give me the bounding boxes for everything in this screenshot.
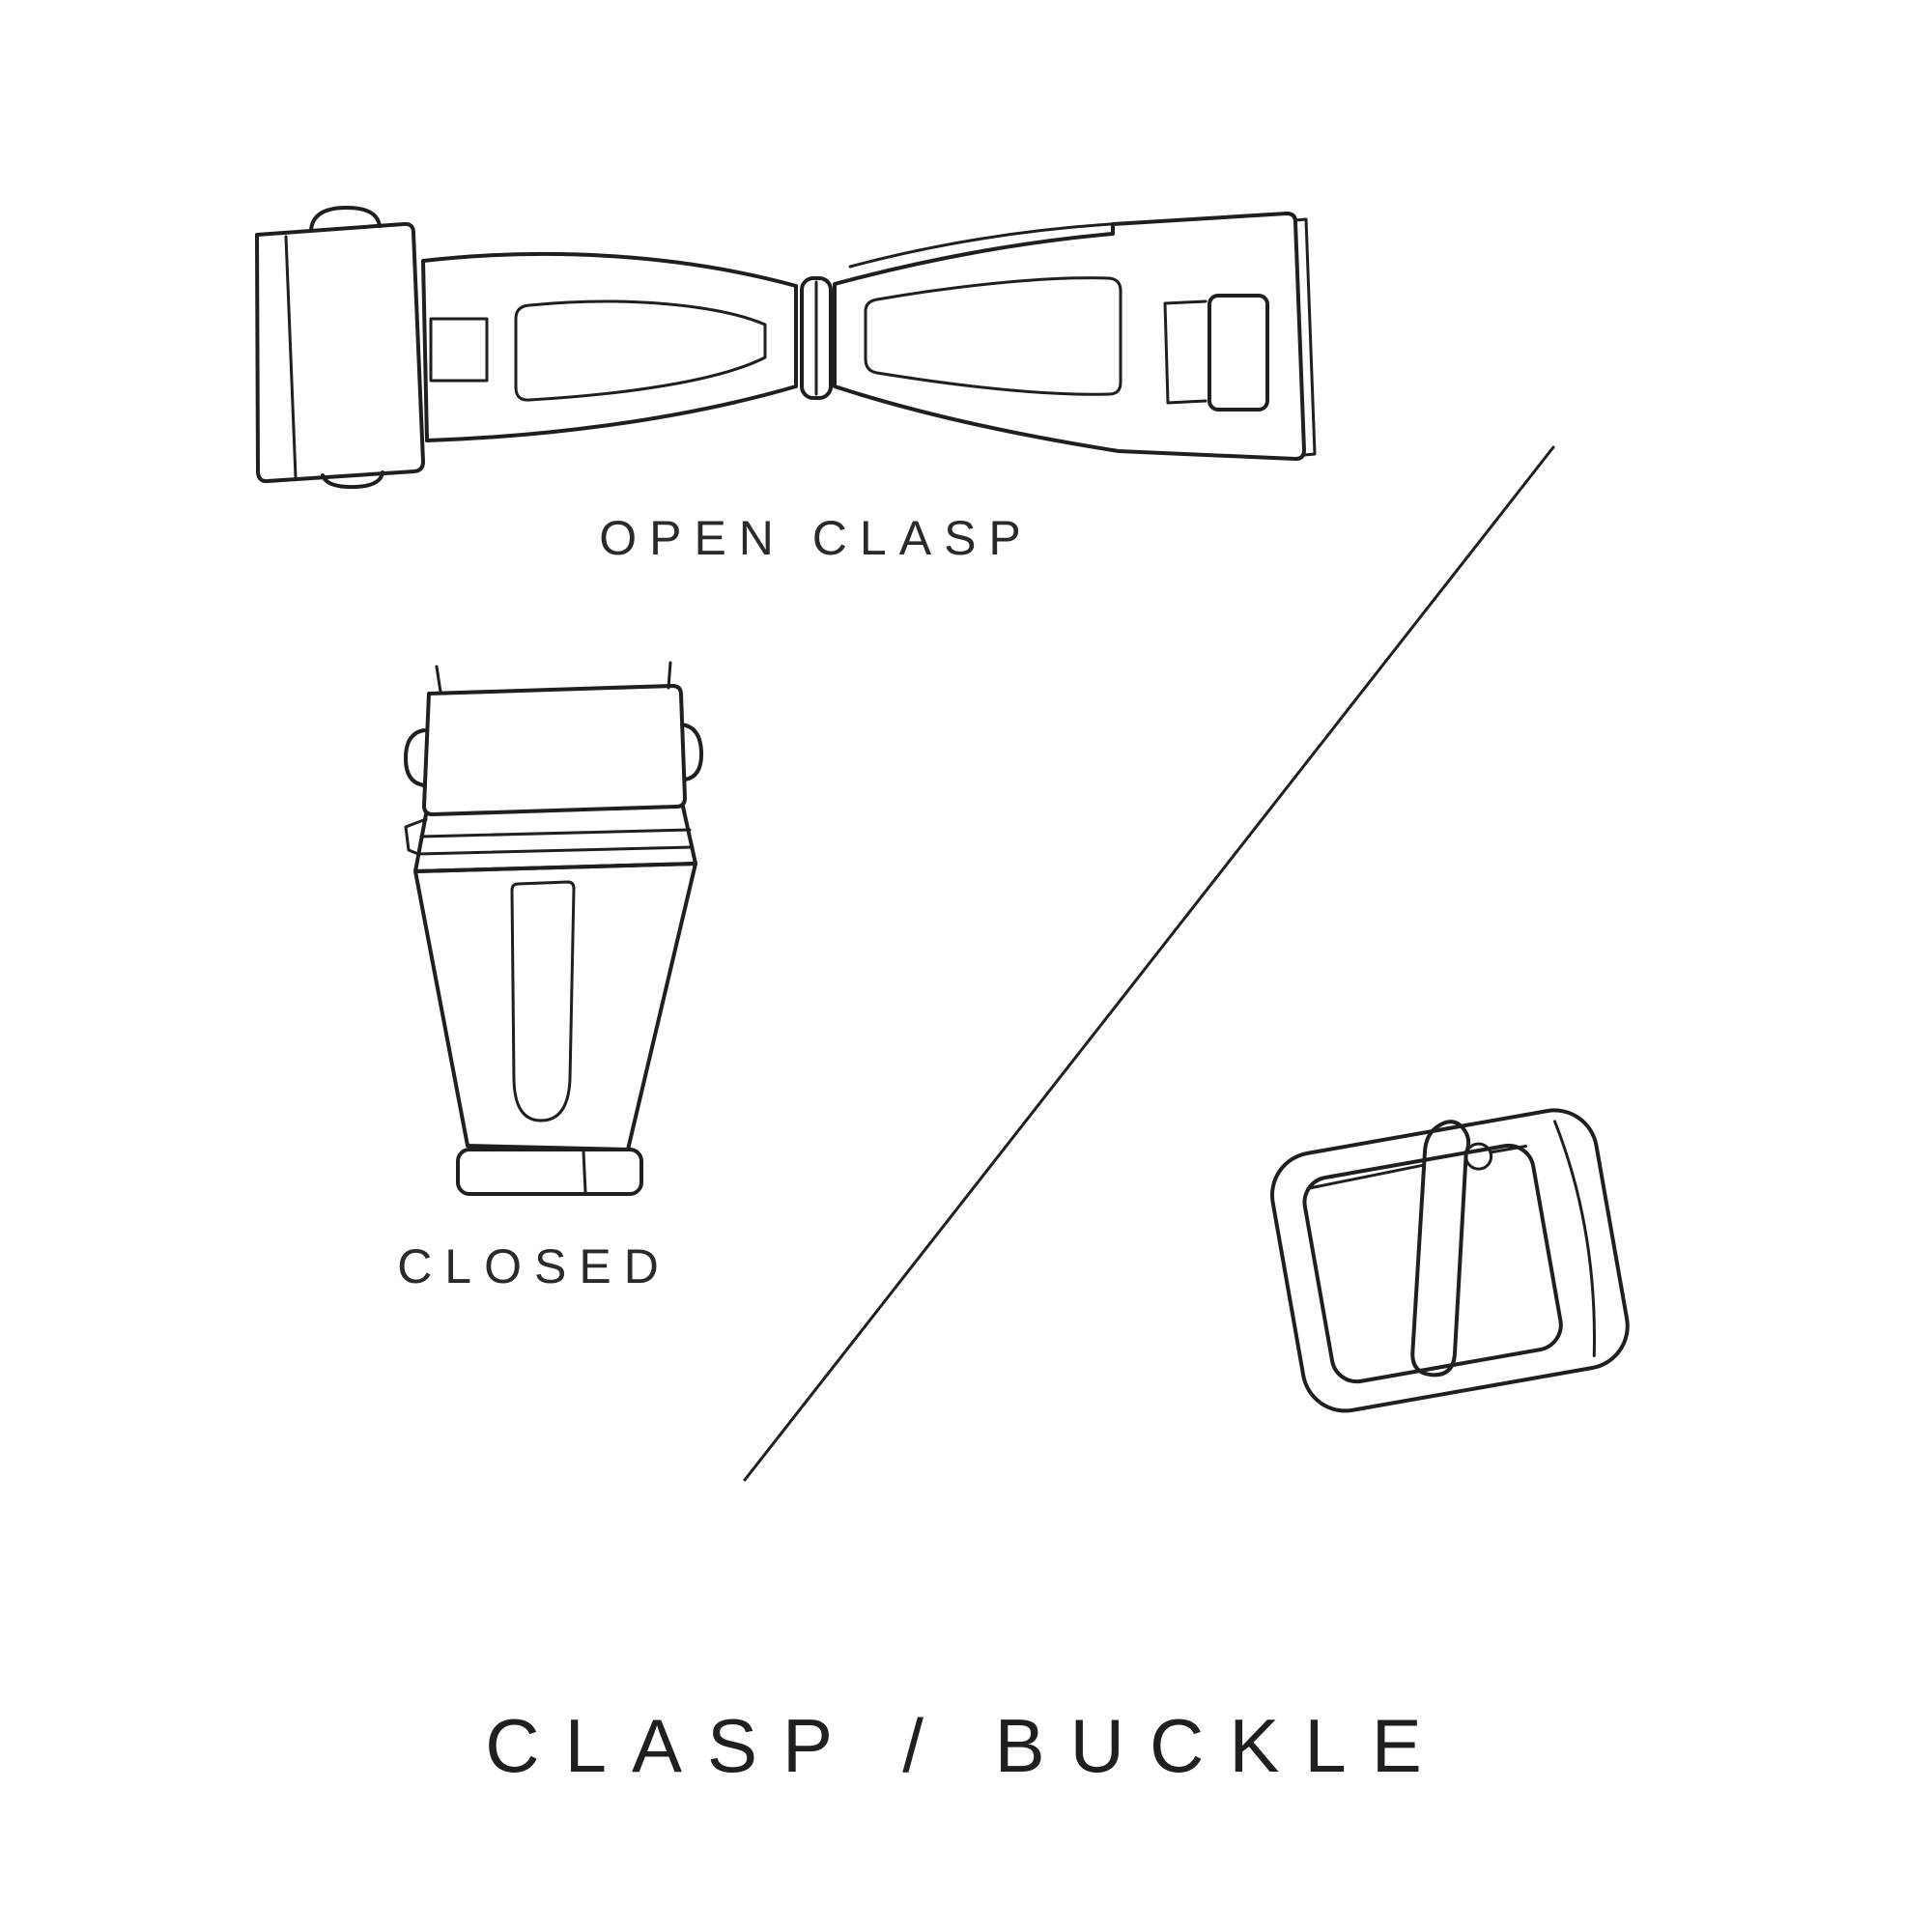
closed-clasp-label: CLOSED [397,1239,671,1293]
divider-line [743,445,1555,1482]
open-clasp-illustration [255,205,1317,490]
page-title: CLASP / BUCKLE [485,1703,1447,1788]
closed-clasp-illustration [404,661,704,1196]
open-clasp-label: OPEN CLASP [599,511,1034,565]
pin-buckle-illustration [1269,1108,1630,1413]
